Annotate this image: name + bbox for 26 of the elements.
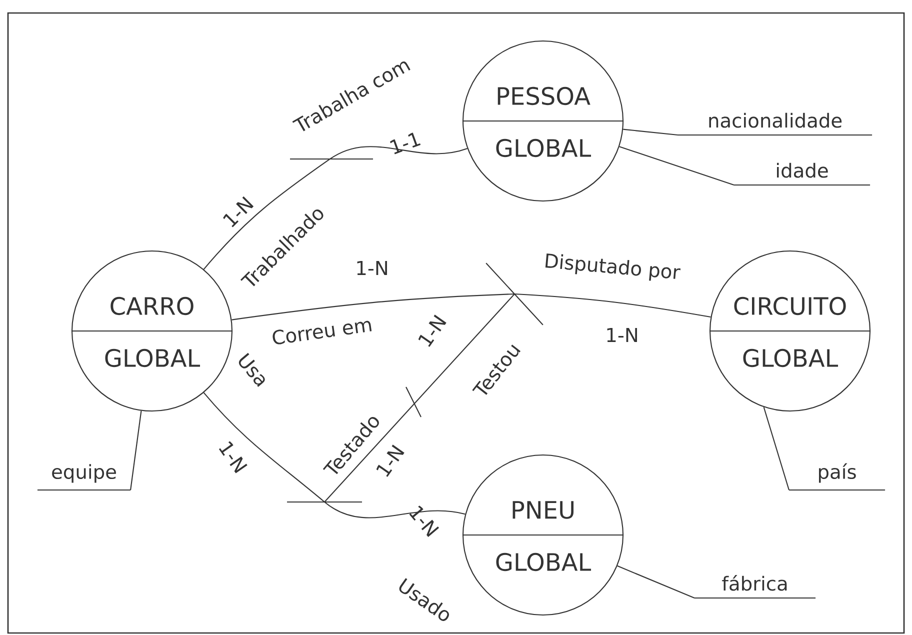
attribute-label: equipe <box>37 464 131 491</box>
connector-line <box>514 293 711 318</box>
connector-line <box>324 294 515 502</box>
connector-line <box>623 128 678 136</box>
connector-line <box>203 392 325 502</box>
connector-line <box>763 406 790 490</box>
edge-label: Disputado por <box>545 254 681 281</box>
relationship-label: 1-N <box>357 260 387 276</box>
connector-line <box>324 502 466 518</box>
relationship-label: 1-N <box>376 444 404 477</box>
attribute-label: nacionalidade <box>678 112 872 136</box>
connector-line <box>232 293 515 320</box>
relationship-bar <box>486 262 544 326</box>
attribute-label: país <box>788 463 886 491</box>
relationship-label: 1-N <box>418 314 446 347</box>
edge-label: Correu em <box>272 320 372 344</box>
connector-line <box>203 146 468 270</box>
relationship-label: 1-1 <box>390 132 421 154</box>
connector-line <box>619 146 734 186</box>
attribute-label: fábrica <box>694 575 816 599</box>
relationship-label: 1-N <box>409 506 440 537</box>
connector-line <box>130 410 142 490</box>
connector-line <box>617 565 695 598</box>
relationship-label: 1-N <box>218 441 248 474</box>
relationship-label: 1-N <box>607 328 637 342</box>
attribute-label: idade <box>734 162 870 186</box>
